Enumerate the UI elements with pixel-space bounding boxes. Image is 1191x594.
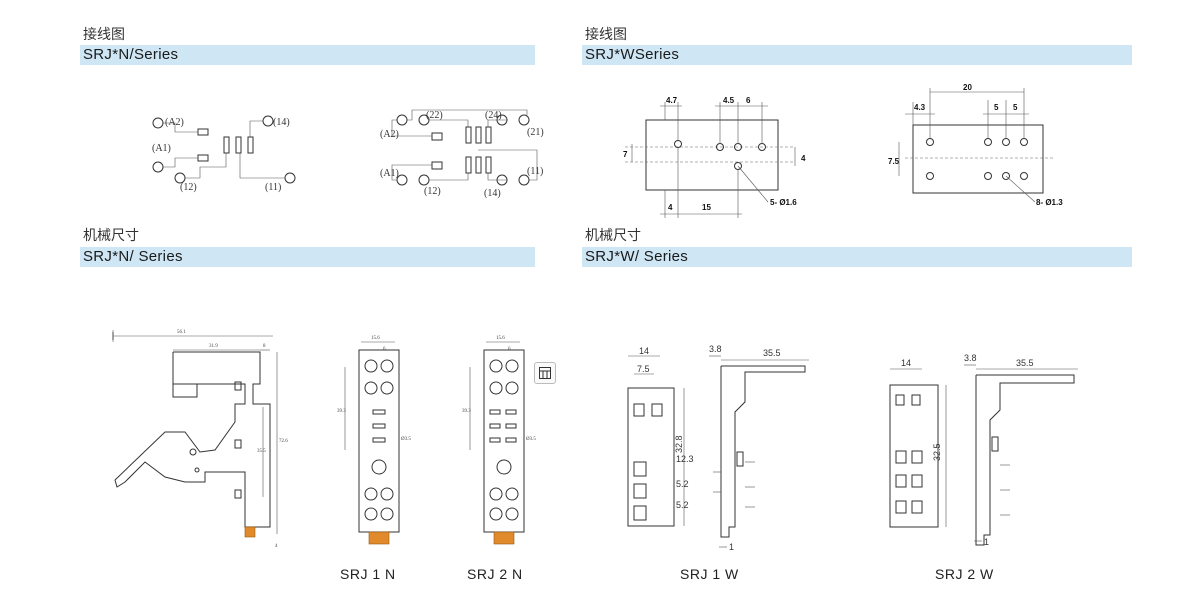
dim-8: 8 [263,344,266,349]
caption-srj1n: SRJ 1 N [340,566,396,582]
series-bar-right-top: SRJ*WSeries [582,45,1132,65]
label-12: (12) [180,182,197,193]
dim-hole: Ø3.5 [526,437,536,442]
side-view-1w: 3.8 35.5 1 [709,344,809,552]
dim-1: 1 [984,537,989,547]
side-view-n: 56.1 31.9 8 72.6 35.5 4 [112,330,288,549]
caption-srj2n: SRJ 2 N [467,566,523,582]
dim-4-side: 4 [801,154,806,163]
wiring-heading-left: 接线图 [83,27,125,43]
wiring-diagram-1n: (A2) (A1) (12) (14) (11) [152,115,296,193]
dim-6: 6 [746,96,751,105]
front-view-2n: 15.6 6 39.3 Ø3.5 [462,336,536,545]
side-view-2w: 3.8 35.5 1 [964,353,1078,547]
label-22: (22) [426,110,443,121]
wiring-heading-right: 接线图 [585,27,627,43]
dim-4-3: 4.3 [914,103,926,112]
front-view-1w: 14 7.5 32.8 12.3 5.2 5.2 [627,346,694,527]
label-12: (12) [424,186,441,197]
label-a2: (A2) [380,129,399,140]
dim-8-holes: 8- Ø1.3 [1036,198,1063,207]
label-21: (21) [527,127,544,138]
dim-39-3: 39.3 [462,409,471,414]
dim-5-2a: 5.2 [676,479,689,489]
caption-srj2w: SRJ 2 W [935,566,994,582]
wiring-diagram-2n: (22) (A2) (A1) (12) (24) (21) (11) (14) [380,109,544,199]
dim-72-6: 72.6 [279,439,288,444]
dim-5a: 5 [994,103,999,112]
dim-31-9: 31.9 [209,344,218,349]
front-view-2w: 14 32.5 [889,358,947,528]
dim-14: 14 [901,358,911,368]
pcb-layout-w1: 4.7 4.5 6 7 4 4 15 5- Ø1.6 [623,96,806,218]
mech-heading-right: 机械尺寸 [585,228,641,244]
dim-4-5: 4.5 [723,96,735,105]
dim-32-8: 32.8 [674,435,684,453]
dim-56-1: 56.1 [177,330,186,335]
series-label: SRJ*W/ Series [585,248,689,265]
dim-4-bottom: 4 [668,203,673,212]
dim-20: 20 [963,83,972,92]
pcb-layout-w2: 20 4.3 5 5 7.5 8- Ø1.3 [888,83,1063,207]
caption-srj1w: SRJ 1 W [680,566,739,582]
dim-4: 4 [275,544,278,549]
dim-4-7: 4.7 [666,96,678,105]
label-24: (24) [485,110,502,121]
label-14: (14) [273,117,290,128]
dim-5-2b: 5.2 [676,500,689,510]
dim-15-6: 15.6 [496,336,505,341]
dim-14: 14 [639,346,649,356]
dim-3-8: 3.8 [709,344,722,354]
table-icon[interactable] [534,362,556,384]
dim-1: 1 [729,542,734,552]
label-11: (11) [265,182,281,193]
dim-15-6: 15.6 [371,336,380,341]
dim-5-holes: 5- Ø1.6 [770,198,797,207]
label-a1: (A1) [152,143,171,154]
table-icon-glyph [539,367,551,379]
series-bar-left-top: SRJ*N/Series [80,45,535,65]
dim-3-8: 3.8 [964,353,977,363]
series-label: SRJ*N/ Series [83,248,183,265]
mech-heading-left: 机械尺寸 [83,228,139,244]
dim-35-5: 35.5 [763,348,781,358]
dim-hole: Ø3.5 [401,437,411,442]
series-label: SRJ*WSeries [585,46,680,63]
dim-7-5: 7.5 [888,157,900,166]
dim-32-5: 32.5 [932,443,942,461]
series-bar-left-bottom: SRJ*N/ Series [80,247,535,267]
dim-12-3: 12.3 [676,454,694,464]
label-a2: (A2) [165,117,184,128]
dim-35-5: 35.5 [1016,358,1034,368]
label-11: (11) [527,166,543,177]
series-label: SRJ*N/Series [83,46,179,63]
dim-7-5: 7.5 [637,364,650,374]
dim-39-3: 39.3 [337,409,346,414]
dim-15: 15 [702,203,711,212]
label-14: (14) [484,188,501,199]
dim-5b: 5 [1013,103,1018,112]
front-view-1n: 15.6 6 39.3 Ø3.5 [337,336,411,545]
label-a1: (A1) [380,168,399,179]
dim-7: 7 [623,150,628,159]
series-bar-right-bottom: SRJ*W/ Series [582,247,1132,267]
dim-35-5: 35.5 [257,449,266,454]
